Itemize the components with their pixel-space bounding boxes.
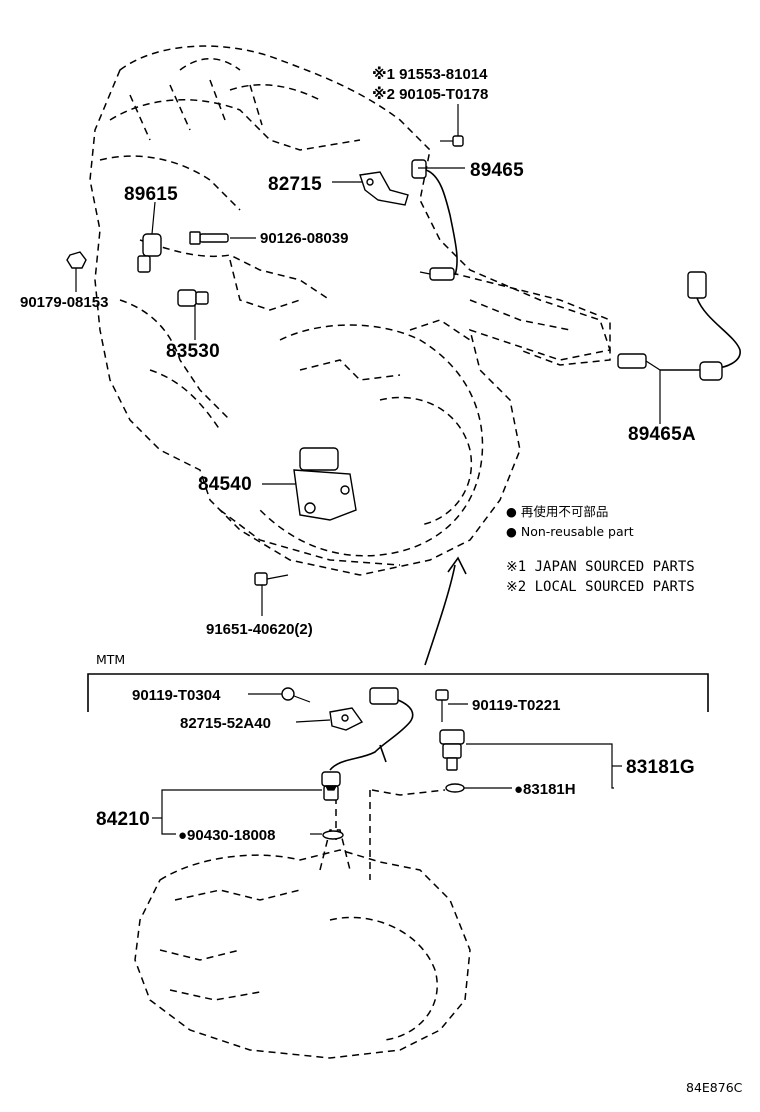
bolt-91651-icon xyxy=(254,572,289,586)
label-83181h: ●83181H xyxy=(514,781,576,798)
mtm-bracket xyxy=(87,673,709,712)
label-83530: 83530 xyxy=(166,341,220,362)
bolt-91553-icon xyxy=(440,135,464,147)
gasket-90430-icon xyxy=(322,830,344,840)
label-83181g: 83181G xyxy=(626,757,695,778)
bolt-90126-icon xyxy=(189,231,229,245)
figure-id: 84E876C xyxy=(686,1080,743,1095)
label-90179-08153: 90179-08153 xyxy=(20,294,108,311)
label-90126-08039: 90126-08039 xyxy=(260,230,348,247)
label-84540: 84540 xyxy=(198,474,252,495)
bracket-82715-52a40-icon xyxy=(329,707,364,731)
oxygen-sensor-89465-icon xyxy=(411,159,458,281)
sensor-89615-icon xyxy=(137,233,162,273)
label-91651-40620: 91651-40620(2) xyxy=(206,621,313,638)
bolt-90119-t0304-icon xyxy=(281,687,311,703)
engine-assembly-outline xyxy=(89,45,611,666)
o-ring-83181h-icon xyxy=(445,783,465,793)
mtm-section: MTM xyxy=(87,652,709,1059)
bolt-90119-t0221-icon xyxy=(435,689,449,722)
legend-local-sourced: ※2 LOCAL SOURCED PARTS xyxy=(506,579,695,595)
legend-japan-sourced: ※1 JAPAN SOURCED PARTS xyxy=(506,559,695,575)
label-90119-t0304: 90119-T0304 xyxy=(132,687,221,704)
neutral-switch-84540-icon xyxy=(293,447,357,521)
label-84210: 84210 xyxy=(96,809,150,830)
section-mtm-label: MTM xyxy=(96,652,125,667)
label-82715: 82715 xyxy=(268,174,322,195)
sender-83530-icon xyxy=(177,289,209,307)
label-90430-18008: ●90430-18008 xyxy=(178,827,275,844)
upper-leader-lines xyxy=(75,104,661,616)
note-bolt-local: ※2 90105-T0178 xyxy=(372,85,488,103)
note-bolt-jp: ※1 91553-81014 xyxy=(372,65,488,83)
label-90119-t0221: 90119-T0221 xyxy=(472,697,560,714)
legend-en-nonreusable: ● Non-reusable part xyxy=(506,524,634,539)
backup-lamp-switch-84210-icon xyxy=(321,687,414,801)
oxygen-sensor-89465a-icon xyxy=(617,271,741,381)
upper-part-graphics xyxy=(66,135,741,586)
label-89615: 89615 xyxy=(124,184,178,205)
label-82715-52a40: 82715-52A40 xyxy=(180,715,271,732)
label-89465a: 89465A xyxy=(628,424,696,445)
upper-labels: ※1 91553-81014 ※2 90105-T0178 89465 8271… xyxy=(20,65,696,638)
legend-jp-nonreusable: ● 再使用不可部品 xyxy=(506,504,608,519)
nut-90179-icon xyxy=(66,251,87,269)
speed-sensor-83181g-icon xyxy=(439,729,465,771)
bracket-82715-icon xyxy=(359,171,409,206)
label-89465: 89465 xyxy=(470,160,524,181)
legend: ● 再使用不可部品 ● Non-reusable part ※1 JAPAN S… xyxy=(506,504,695,595)
